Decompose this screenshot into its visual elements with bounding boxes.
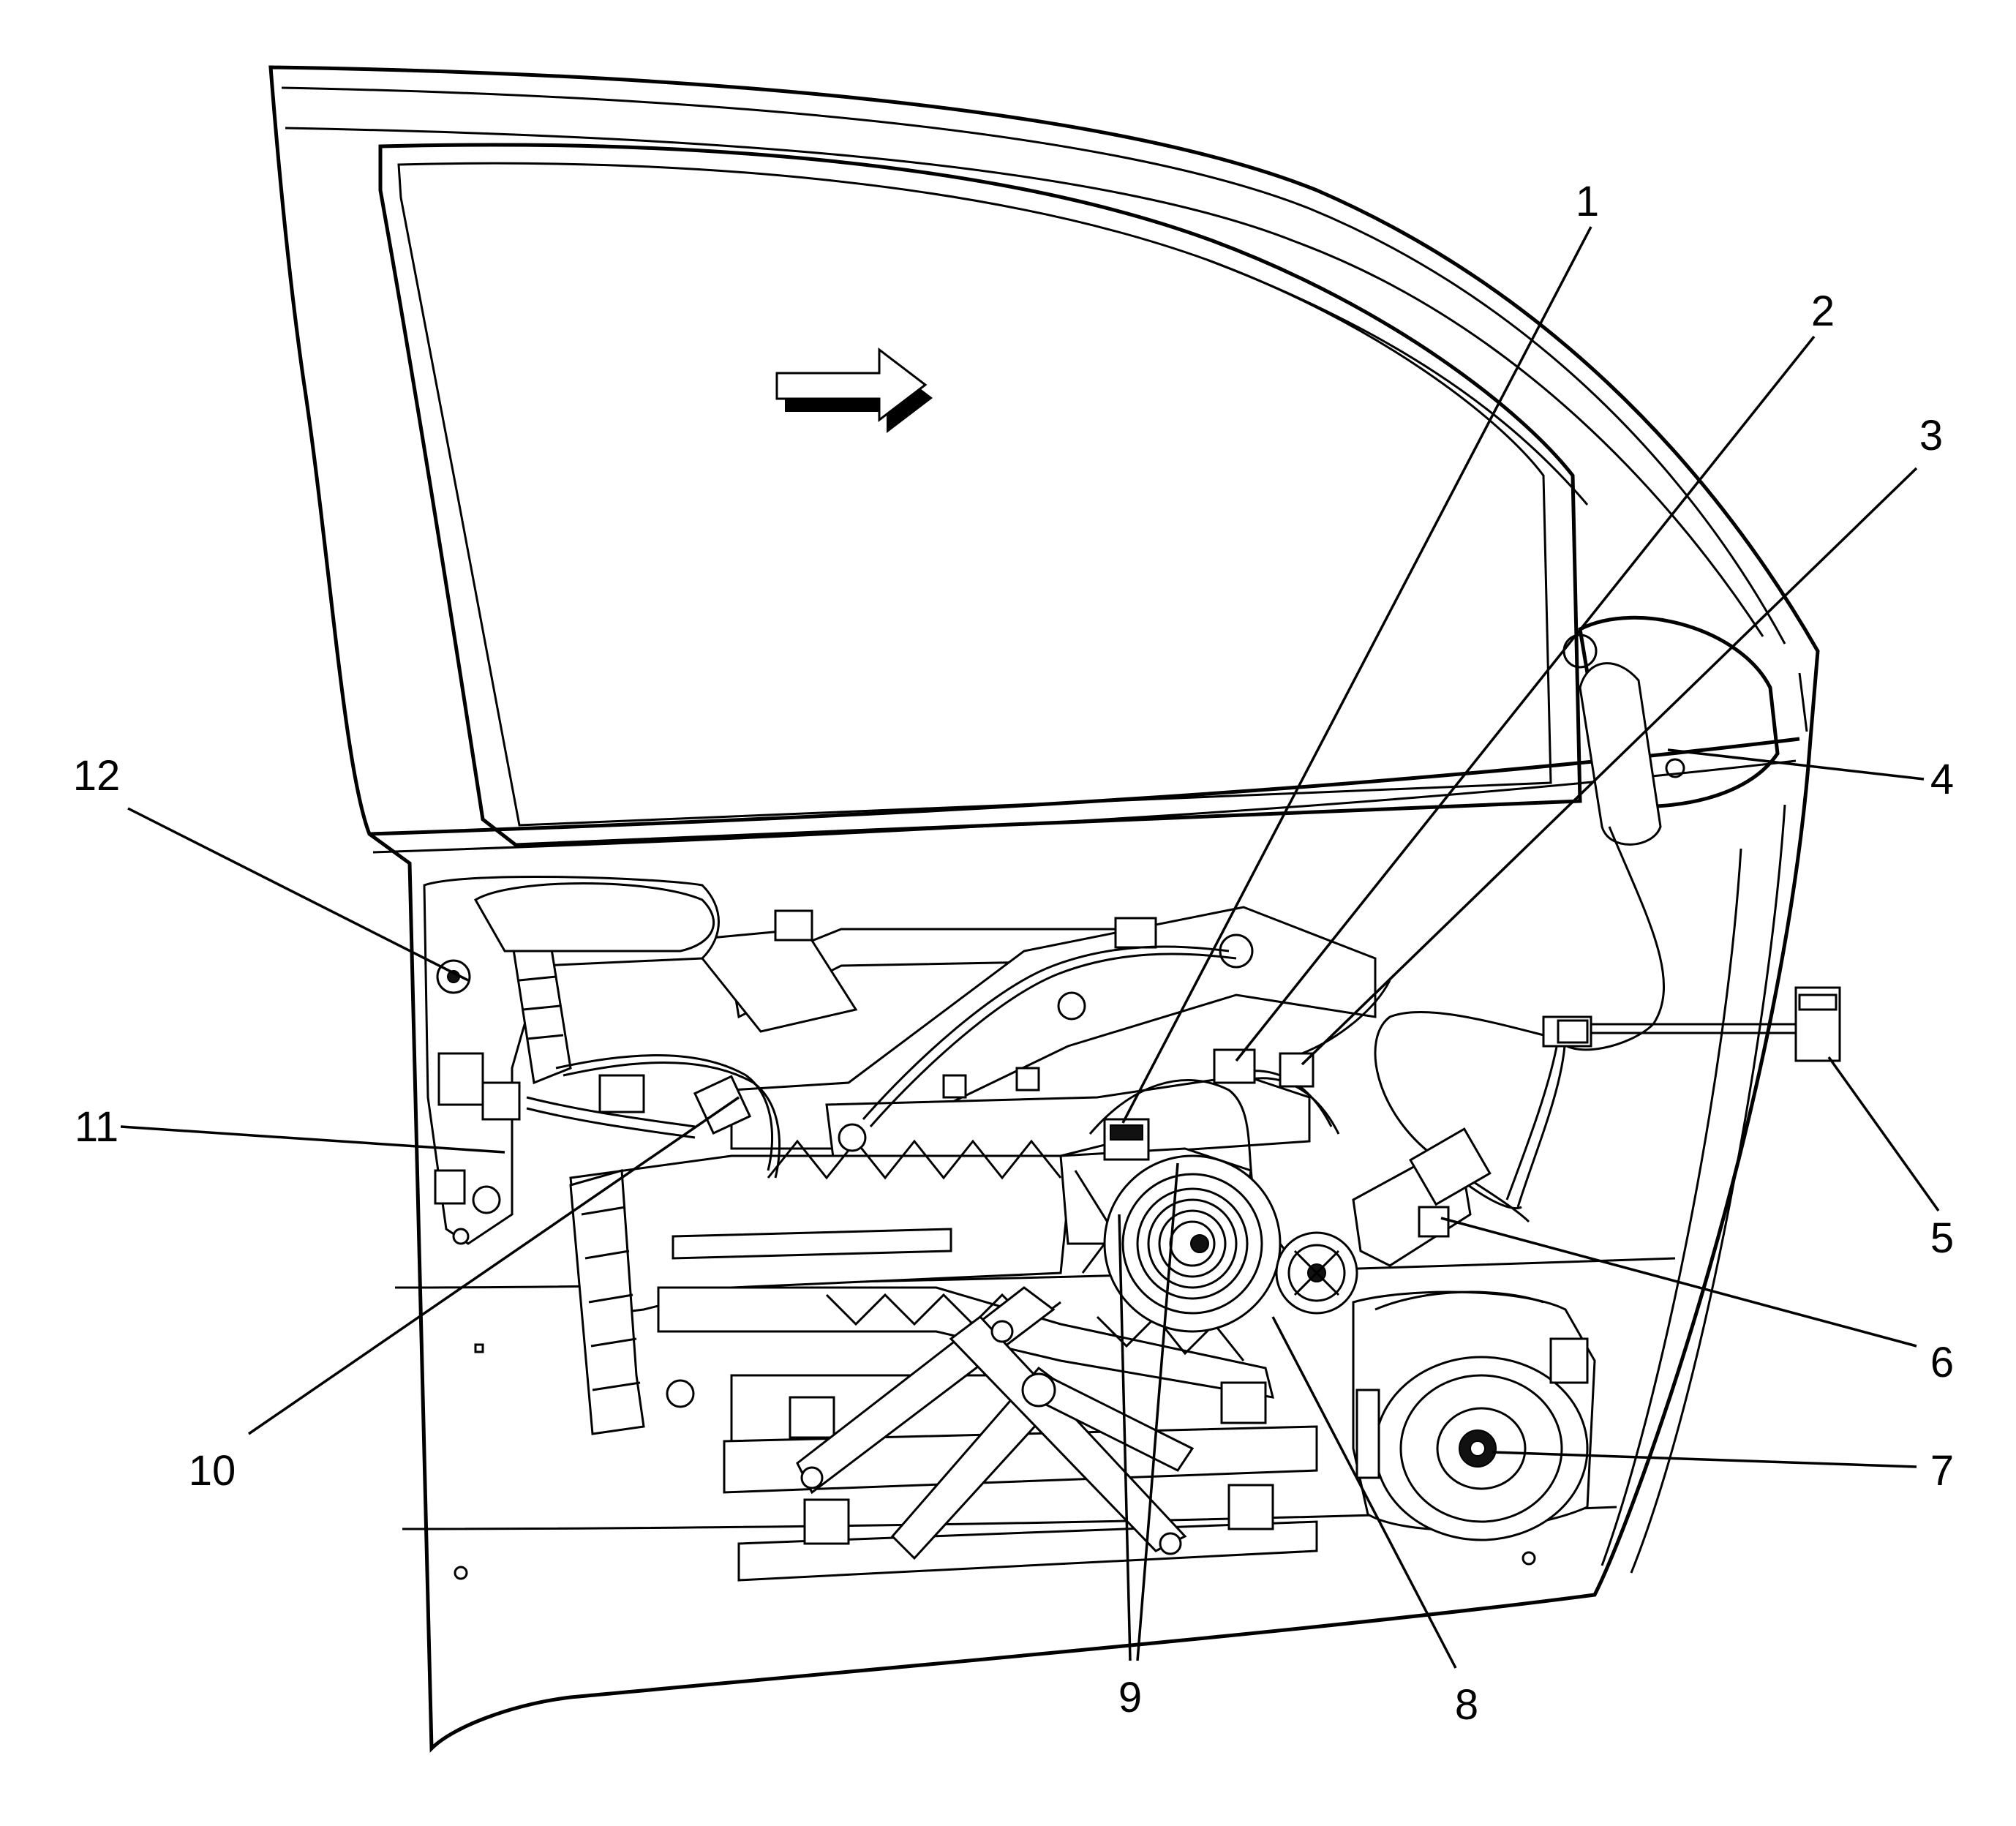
door-shell [268, 65, 1820, 1753]
leader-8 [1271, 1316, 1457, 1669]
callout-7: 7 [1930, 1447, 1954, 1495]
leader-10 [248, 1096, 740, 1435]
leader-11 [120, 1125, 505, 1154]
callout-leaders [120, 226, 1940, 1669]
callout-12: 12 [73, 752, 121, 800]
forward-arrow-icon [775, 347, 933, 433]
window-motor [1275, 1127, 1492, 1315]
leader-4 [1667, 748, 1925, 781]
leader-6 [1440, 1217, 1917, 1348]
leader-3 [1301, 467, 1918, 1066]
leader-9a [1118, 1214, 1132, 1661]
callout-11: 11 [75, 1103, 119, 1151]
callout-5: 5 [1930, 1214, 1954, 1262]
callout-labels: 1 2 3 4 5 6 7 8 9 10 11 12 [73, 178, 1954, 1729]
callout-2: 2 [1811, 288, 1835, 335]
leader-7 [1492, 1451, 1917, 1468]
leader-5 [1827, 1056, 1940, 1212]
callout-10: 10 [189, 1447, 236, 1495]
callout-6: 6 [1930, 1339, 1954, 1386]
callout-8: 8 [1455, 1681, 1478, 1729]
callout-4: 4 [1930, 756, 1954, 803]
leader-1 [1121, 226, 1592, 1124]
callout-3: 3 [1919, 412, 1943, 459]
callout-1: 1 [1576, 178, 1599, 225]
callout-9: 9 [1118, 1674, 1142, 1721]
leader-12 [127, 807, 469, 982]
door-speaker [1352, 1290, 1596, 1541]
leader-2 [1235, 335, 1816, 1062]
window-regulator [796, 1286, 1195, 1560]
leader-9b [1136, 1162, 1179, 1661]
door-handle [473, 882, 715, 953]
